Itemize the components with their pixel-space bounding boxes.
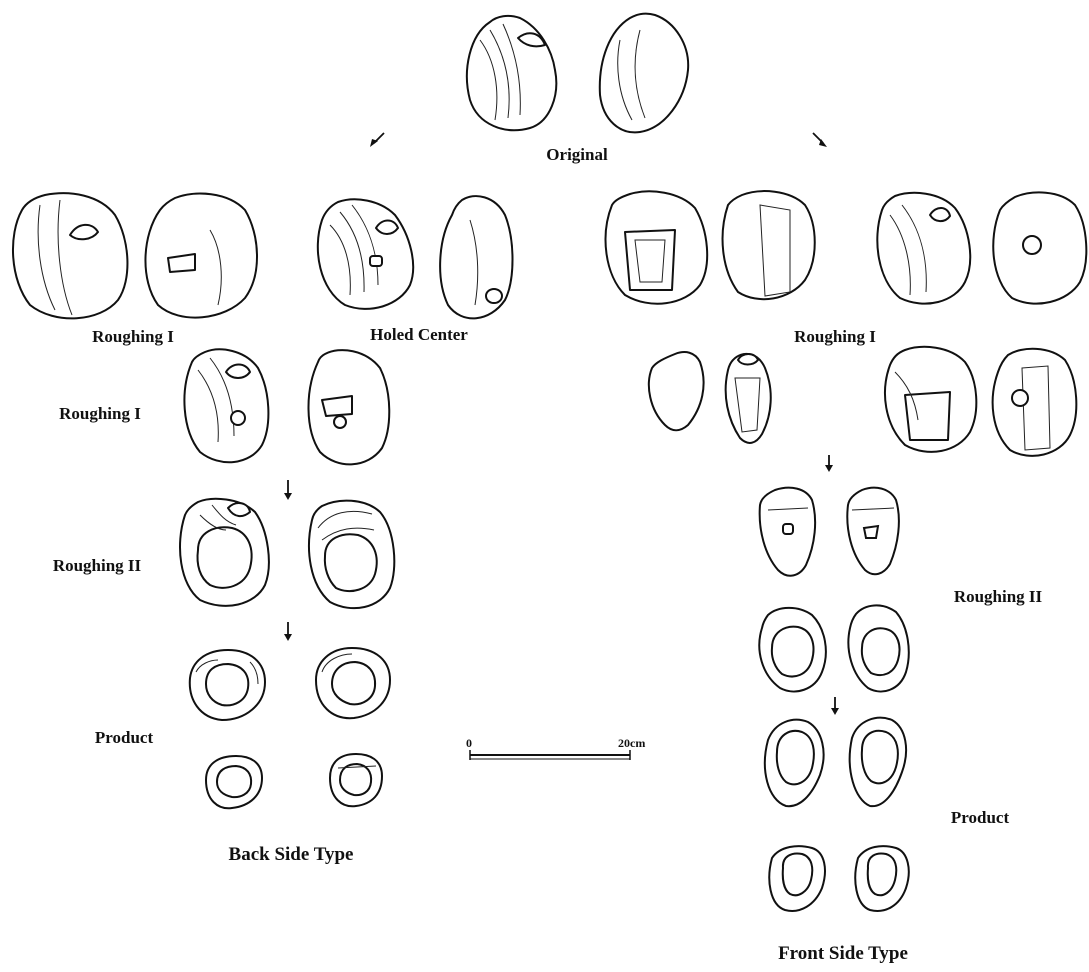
arrow-down-left: [370, 133, 384, 147]
original-label: Original: [546, 145, 608, 164]
left-product-ring-c: [206, 756, 262, 808]
left-arrow-1: [284, 480, 292, 500]
left-product-ring-a: [190, 650, 265, 720]
right-arrow-1: [825, 455, 833, 472]
left-roughing1-mid-front: [308, 350, 389, 464]
front-side-type-label: Front Side Type: [778, 943, 908, 964]
scale-end-label: 20cm: [618, 736, 645, 750]
right-product-a: [765, 720, 824, 806]
right-fragment-a: [649, 352, 704, 430]
left-arrow-2: [284, 622, 292, 641]
right-ring-a: [759, 608, 826, 692]
right-product-b: [850, 718, 906, 806]
left-roughing1-mid-label: Roughing I: [59, 404, 141, 423]
holed-center-label: Holed Center: [370, 325, 468, 344]
left-product-label: Product: [95, 728, 154, 747]
right-product-d: [855, 846, 908, 911]
left-roughing2-front: [309, 501, 394, 609]
arrow-down-right: [813, 133, 827, 147]
right-roughing1-c-back: [885, 347, 976, 452]
right-roughing2-a: [760, 488, 815, 576]
left-roughing1-mid-back: [184, 349, 268, 462]
left-product-ring-b: [316, 648, 390, 718]
right-roughing1-label: Roughing I: [794, 327, 876, 346]
left-product-ring-d: [330, 754, 382, 806]
right-roughing1-c-front: [993, 349, 1077, 456]
right-ring-b: [848, 605, 908, 691]
right-roughing1-b-front: [993, 192, 1086, 303]
left-roughing1-top-back: [13, 193, 127, 318]
left-roughing1-top-label: Roughing I: [92, 327, 174, 346]
right-roughing1-b-back: [877, 193, 970, 304]
scale-start-label: 0: [466, 736, 472, 750]
original-shell-back: [467, 16, 556, 130]
scale-bar: 0 20cm: [466, 736, 645, 760]
left-roughing1-top-front: [145, 194, 257, 318]
right-roughing2-label: Roughing II: [954, 587, 1043, 606]
holed-center-back: [318, 199, 413, 309]
left-roughing2-label: Roughing II: [53, 556, 142, 575]
right-arrow-2: [831, 697, 839, 715]
right-roughing1-a-front: [723, 191, 815, 299]
right-fragment-b: [726, 354, 771, 443]
right-roughing2-b: [847, 488, 899, 575]
back-side-type-label: Back Side Type: [229, 844, 354, 865]
right-product-c: [769, 846, 825, 911]
left-roughing2-back: [180, 499, 269, 606]
right-roughing1-a-back: [606, 191, 708, 303]
right-product-label: Product: [951, 808, 1010, 827]
original-shell-front: [600, 14, 688, 133]
holed-center-front: [440, 196, 512, 318]
